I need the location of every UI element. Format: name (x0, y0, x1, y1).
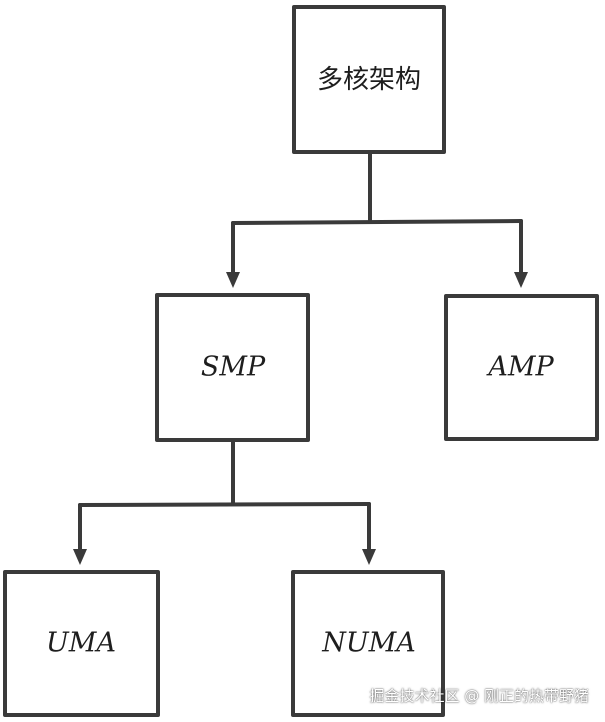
node-uma-box (3, 570, 160, 717)
node-uma-label: UMA (46, 628, 116, 659)
edges-root-level (226, 150, 528, 288)
node-root: 多核架构 (292, 5, 446, 154)
arrowhead-amp (514, 272, 528, 288)
edges-smp-level (73, 438, 376, 565)
node-root-label: 多核架构 (317, 65, 421, 95)
arrowhead-uma (73, 549, 87, 565)
node-smp: SMP (155, 293, 310, 442)
arrowhead-smp (226, 272, 240, 288)
node-numa-box (291, 570, 445, 717)
arrowhead-numa (362, 549, 376, 565)
node-numa-label: NUMA (321, 628, 416, 659)
node-numa: NUMA (291, 570, 445, 717)
node-root-box (292, 5, 446, 154)
edge-smp-branch (78, 502, 371, 507)
node-amp: AMP (444, 294, 599, 441)
source-watermark: 掘金技术社区 @ 刚正的热带野猪 (369, 687, 589, 705)
node-uma: UMA (3, 570, 160, 717)
edge-root-branch (231, 219, 523, 225)
node-amp-box (444, 294, 599, 441)
node-smp-box (155, 293, 310, 442)
node-smp-label: SMP (201, 352, 266, 383)
node-amp-label: AMP (485, 352, 554, 383)
